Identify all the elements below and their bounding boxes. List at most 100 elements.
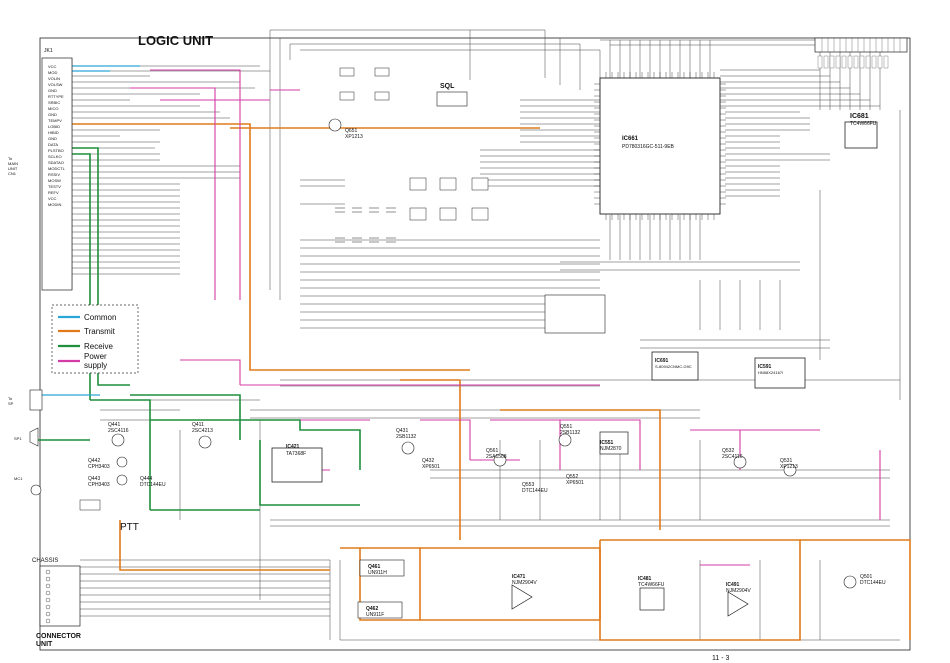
page-title: LOGIC UNIT: [138, 33, 213, 48]
q532-part: 2SC4116: [722, 454, 743, 460]
ptt-label: PTT: [120, 522, 139, 533]
ic681-body: [844, 121, 878, 149]
svg-text:VCC: VCC: [48, 196, 57, 201]
ptt-switch: [79, 499, 101, 511]
q444-ref: Q444: [140, 476, 152, 482]
ic691-part: S-80942CNMC-G9C: [655, 364, 692, 369]
svg-text:GND: GND: [48, 88, 57, 93]
transmit-paths: [72, 123, 911, 641]
ic481-part: TC4W66FU: [638, 582, 665, 588]
q441-part: 2SC4116: [108, 428, 129, 434]
power-paths: [130, 69, 881, 566]
q651-ref: Q651: [345, 128, 357, 134]
resistor-array-top: [817, 55, 889, 69]
q462-ref: Q462: [366, 606, 378, 612]
q553-part: DTC144EU: [522, 488, 548, 494]
speaker-icon: [29, 427, 39, 447]
top-right-connector: [814, 37, 908, 53]
svg-text:GND: GND: [48, 112, 57, 117]
sql-switch: [436, 91, 468, 107]
q443-part: CPH3403: [88, 482, 110, 488]
q561-symbol: [493, 453, 507, 467]
legend-label-power-line2: supply: [84, 361, 107, 370]
common-paths: [40, 65, 140, 396]
svg-text:LOBID: LOBID: [48, 124, 60, 129]
q552-part: XP6501: [566, 480, 584, 486]
q441-symbol: [111, 433, 125, 447]
main-connector-pins: VCC MOD VOLIN VOLSW GND RTTYPE SRBIC MIC…: [48, 64, 66, 207]
q531-part: XP1213: [780, 464, 798, 470]
chassis-label: CHASSIS: [32, 558, 58, 564]
q442-symbol: [116, 456, 128, 468]
sql-label: SQL: [440, 83, 455, 90]
sp1-label: SP1: [14, 436, 22, 441]
svg-text:TESTV: TESTV: [48, 184, 61, 189]
q651-part: XP1213: [345, 134, 363, 140]
ic421-part: TA7368F: [286, 451, 306, 457]
ic421-body: [271, 447, 323, 483]
connector-unit-label-line1: CONNECTOR: [36, 633, 81, 640]
svg-text:SCLKO: SCLKO: [48, 154, 62, 159]
page-number: 11 - 3: [712, 655, 729, 662]
ic591-body: [754, 357, 806, 389]
q431-ref: Q431: [396, 428, 408, 434]
switch-matrix: [409, 177, 489, 221]
ic691-body: [651, 351, 699, 381]
q443-symbol: [116, 474, 128, 486]
svg-text:GND: GND: [48, 136, 57, 141]
q444-part: DTC144EU: [140, 482, 166, 488]
svg-text:VCC: VCC: [48, 64, 57, 69]
q461-ref: Q461: [368, 564, 380, 570]
ic681-ref: IC681: [850, 113, 869, 120]
svg-text:SRBIC: SRBIC: [48, 100, 60, 105]
q461-part: UN911H: [368, 570, 387, 576]
main-connector: [41, 57, 73, 291]
ic691-ref: IC691: [655, 358, 669, 364]
connector-unit-label-line2: UNIT: [36, 641, 53, 648]
q443-ref: Q443: [88, 476, 100, 482]
q552-ref: Q552: [566, 474, 578, 480]
ic661-part: PD780316GC-511-9EB: [622, 144, 675, 150]
svg-text:TEMPV: TEMPV: [48, 118, 62, 123]
q442-ref: Q442: [88, 458, 100, 464]
svg-text:MOD: MOD: [48, 70, 57, 75]
svg-text:RTTYPE: RTTYPE: [48, 94, 64, 99]
svg-text:SDATAO: SDATAO: [48, 160, 64, 165]
ic471-part: NJM2904V: [512, 580, 537, 586]
q531-ref: Q531: [780, 458, 792, 464]
svg-text:REFV: REFV: [48, 190, 59, 195]
svg-text:MOSW: MOSW: [48, 178, 61, 183]
svg-text:MICO: MICO: [48, 106, 58, 111]
ic491-part: NJM2904V: [726, 588, 751, 594]
svg-text:VOLSW: VOLSW: [48, 82, 63, 87]
q553-ref: Q553: [522, 482, 534, 488]
q461-box: [359, 559, 405, 577]
ic661-ref: IC661: [622, 136, 639, 142]
q432-ref: Q432: [422, 458, 434, 464]
ic551-part: NJM2870: [600, 446, 622, 452]
q432-part: XP6501: [422, 464, 440, 470]
legend: Common Transmit Receive Power supply: [58, 313, 116, 370]
ic661-body: [599, 77, 721, 215]
q501-ref: Q501: [860, 574, 872, 580]
svg-text:MODIN: MODIN: [48, 202, 61, 207]
legend-label-transmit: Transmit: [84, 327, 116, 336]
svg-text:VOLIN: VOLIN: [48, 76, 60, 81]
ic421-ref: IC421: [286, 444, 300, 450]
svg-text:DATA: DATA: [48, 142, 58, 147]
q431-part: 2SB1132: [396, 434, 416, 440]
q651-symbol: [328, 118, 342, 132]
q561-ref: Q561: [486, 448, 498, 454]
ic481-body: [639, 587, 665, 611]
q462-box: [357, 601, 403, 619]
ic491-ref: IC491: [726, 582, 740, 588]
q411-ref: Q411: [192, 422, 204, 428]
svg-text:MODCTL: MODCTL: [48, 166, 66, 171]
ic551-ref: IC551: [600, 440, 614, 446]
q551-part: 2SB1132: [560, 430, 580, 436]
q532-ref: Q532: [722, 448, 734, 454]
connector-unit-block: [39, 565, 81, 627]
